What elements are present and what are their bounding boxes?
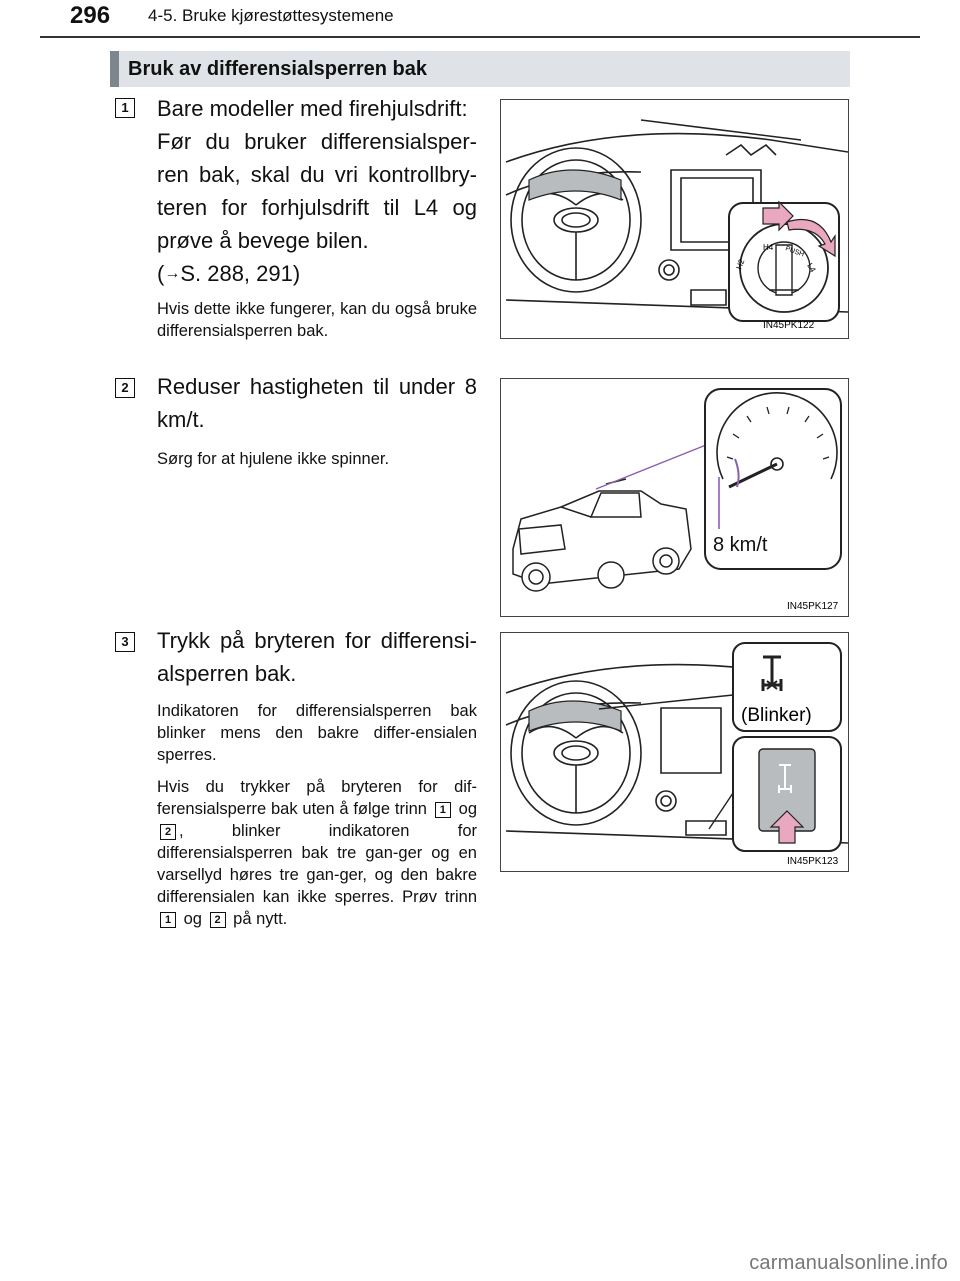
figure-4wd-dial: H2 H4 PUSH L4 IN45PK122 (500, 99, 849, 339)
step-1-text: Før du bruker differensialsper-ren bak, … (157, 129, 477, 253)
step-2-note: Sørg for at hjulene ikke spinner. (157, 450, 390, 468)
footer-watermark: carmanualsonline.info (749, 1252, 948, 1274)
figure-diff-lock-switch: (Blinker) IN45PK123 (500, 632, 849, 872)
step-ref-badge: 1 (434, 802, 451, 818)
figure-code-1: IN45PK122 (763, 320, 815, 331)
arrow-right-icon: → (164, 265, 181, 282)
dial-label-h4: H4 (763, 243, 774, 252)
dashboard-dial-illustration: H2 H4 PUSH L4 IN45PK122 (505, 119, 849, 331)
speedometer-gauge (716, 392, 838, 480)
step-1-badge: 1 (115, 98, 135, 118)
note-2-text-b: og (458, 800, 478, 818)
dial-label-h2: H2 (734, 257, 746, 270)
step-1-body: Bare modeller med firehjulsdrift: Før du… (157, 92, 477, 342)
speedometer-callout (704, 388, 842, 570)
curved-arrow-icon (786, 218, 836, 258)
speed-label: 8 km/t (713, 534, 768, 556)
step-3-text: Trykk på bryteren for differensi-alsperr… (157, 628, 477, 686)
diff-lock-switch-icon (778, 764, 792, 793)
note-2-text-d: og (183, 910, 202, 928)
note-2-text-a: Hvis du trykker på bryteren for dif-fere… (157, 778, 477, 818)
instrument-cluster (528, 169, 622, 201)
truck-speedometer-illustration: 8 km/t IN45PK127 (512, 388, 842, 612)
step-3-badge: 3 (115, 632, 135, 652)
press-arrow-icon (769, 810, 805, 844)
step-1-reference[interactable]: (→S. 288, 291) (157, 257, 477, 290)
page-number: 296 (70, 2, 111, 29)
diff-lock-illustration: (Blinker) IN45PK123 (505, 642, 849, 867)
step-3-body: Trykk på bryteren for differensi-alsperr… (157, 624, 477, 930)
step-ref-badge: 2 (160, 824, 176, 840)
figure-code-3: IN45PK123 (787, 856, 839, 867)
step-ref-badge: 1 (160, 912, 176, 928)
section-heading-bar (110, 51, 850, 87)
header-rule (40, 36, 920, 38)
pickup-truck (512, 478, 692, 592)
blink-label: (Blinker) (741, 705, 812, 726)
note-2-text-e: på nytt. (233, 910, 288, 928)
step-3-note-1: Indikatoren for differensialsperren bak … (157, 702, 477, 764)
page-reference-link[interactable]: S. 288, 291) (180, 261, 301, 286)
indicator-callout (732, 642, 842, 732)
section-title: Bruk av differensialsperren bak (128, 58, 428, 80)
paren-open: ( (157, 261, 165, 286)
note-2-text-c: , blinker indikatoren for differensialsp… (157, 822, 477, 906)
step-ref-badge: 2 (209, 912, 226, 928)
diff-lock-indicator-icon (761, 655, 783, 691)
figure-code-2: IN45PK127 (787, 601, 839, 612)
step-1-note: Hvis dette ikke fungerer, kan du også br… (157, 300, 477, 340)
chapter-title: 4-5. Bruke kjørestøttesystemene (148, 6, 394, 25)
step-3-note-2: Hvis du trykker på bryteren for dif-fere… (157, 776, 477, 930)
instrument-cluster (528, 700, 622, 732)
step-2-body: Reduser hastigheten til under 8 km/t. Sø… (157, 370, 477, 470)
step-2-badge: 2 (115, 378, 135, 398)
figure-speedometer: 8 km/t IN45PK127 (500, 378, 849, 617)
rotate-arrow-icon (762, 200, 794, 232)
step-2-text: Reduser hastigheten til under 8 km/t. (157, 374, 477, 432)
step-1-text-line1: Bare modeller med firehjulsdrift: (157, 96, 468, 121)
